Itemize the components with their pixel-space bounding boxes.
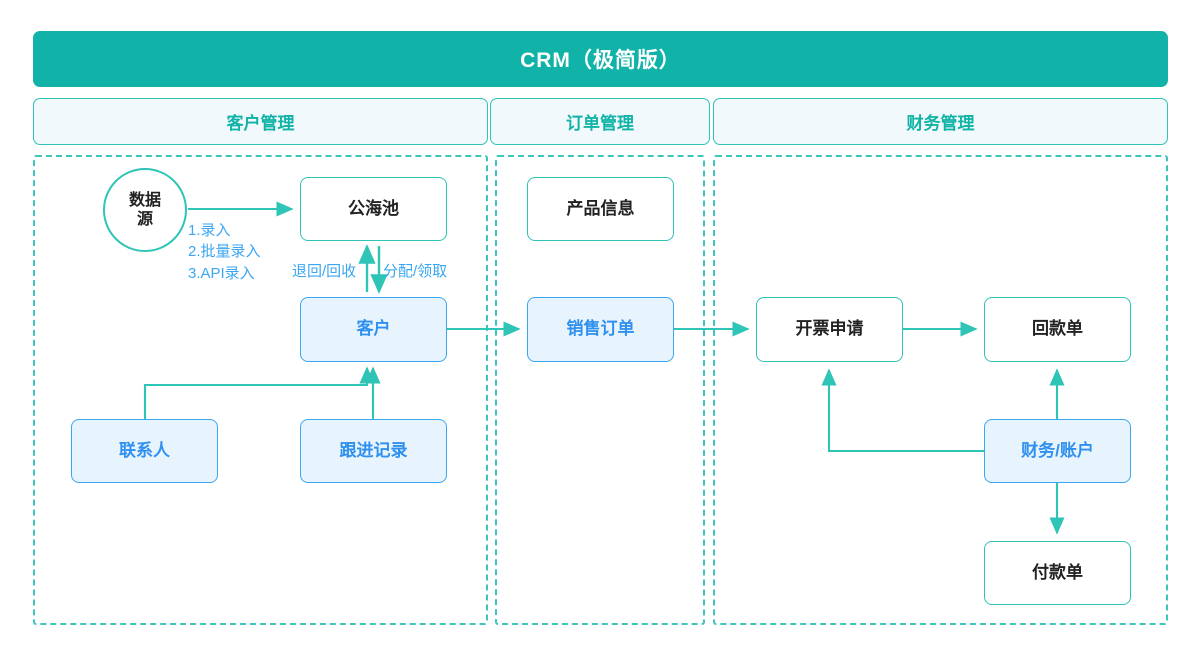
node-product-info[interactable]: 产品信息 xyxy=(527,177,674,241)
node-finance-account[interactable]: 财务/账户 xyxy=(984,419,1131,483)
section-group-customer xyxy=(33,155,488,625)
section-group-finance xyxy=(713,155,1168,625)
node-followup[interactable]: 跟进记录 xyxy=(300,419,447,483)
section-header-order: 订单管理 xyxy=(490,98,710,145)
page-title: CRM（极简版） xyxy=(33,31,1168,87)
edge-label-entry-methods: 1.录入 2.批量录入 3.API录入 xyxy=(188,220,261,284)
node-public-pool[interactable]: 公海池 xyxy=(300,177,447,241)
edge-label-entry-2: 2.批量录入 xyxy=(188,243,261,261)
node-contact[interactable]: 联系人 xyxy=(71,419,218,483)
section-header-finance: 财务管理 xyxy=(713,98,1168,145)
node-data-source-line1: 数据 xyxy=(128,191,161,209)
edge-label-return-recycle: 退回/回收 xyxy=(292,263,357,280)
edge-label-assign-claim: 分配/领取 xyxy=(383,263,448,280)
edge-label-entry-1: 1.录入 xyxy=(188,222,231,239)
node-data-source-line2: 源 xyxy=(136,211,153,228)
node-data-source[interactable]: 数据 源 xyxy=(103,168,187,252)
node-payment[interactable]: 付款单 xyxy=(984,541,1131,605)
node-sales-order[interactable]: 销售订单 xyxy=(527,297,674,362)
node-receipt[interactable]: 回款单 xyxy=(984,297,1131,362)
node-customer[interactable]: 客户 xyxy=(300,297,447,362)
node-invoice-request[interactable]: 开票申请 xyxy=(756,297,903,362)
edge-label-entry-3: 3.API录入 xyxy=(188,264,255,282)
section-header-customer: 客户管理 xyxy=(33,98,488,145)
section-group-order xyxy=(495,155,705,625)
